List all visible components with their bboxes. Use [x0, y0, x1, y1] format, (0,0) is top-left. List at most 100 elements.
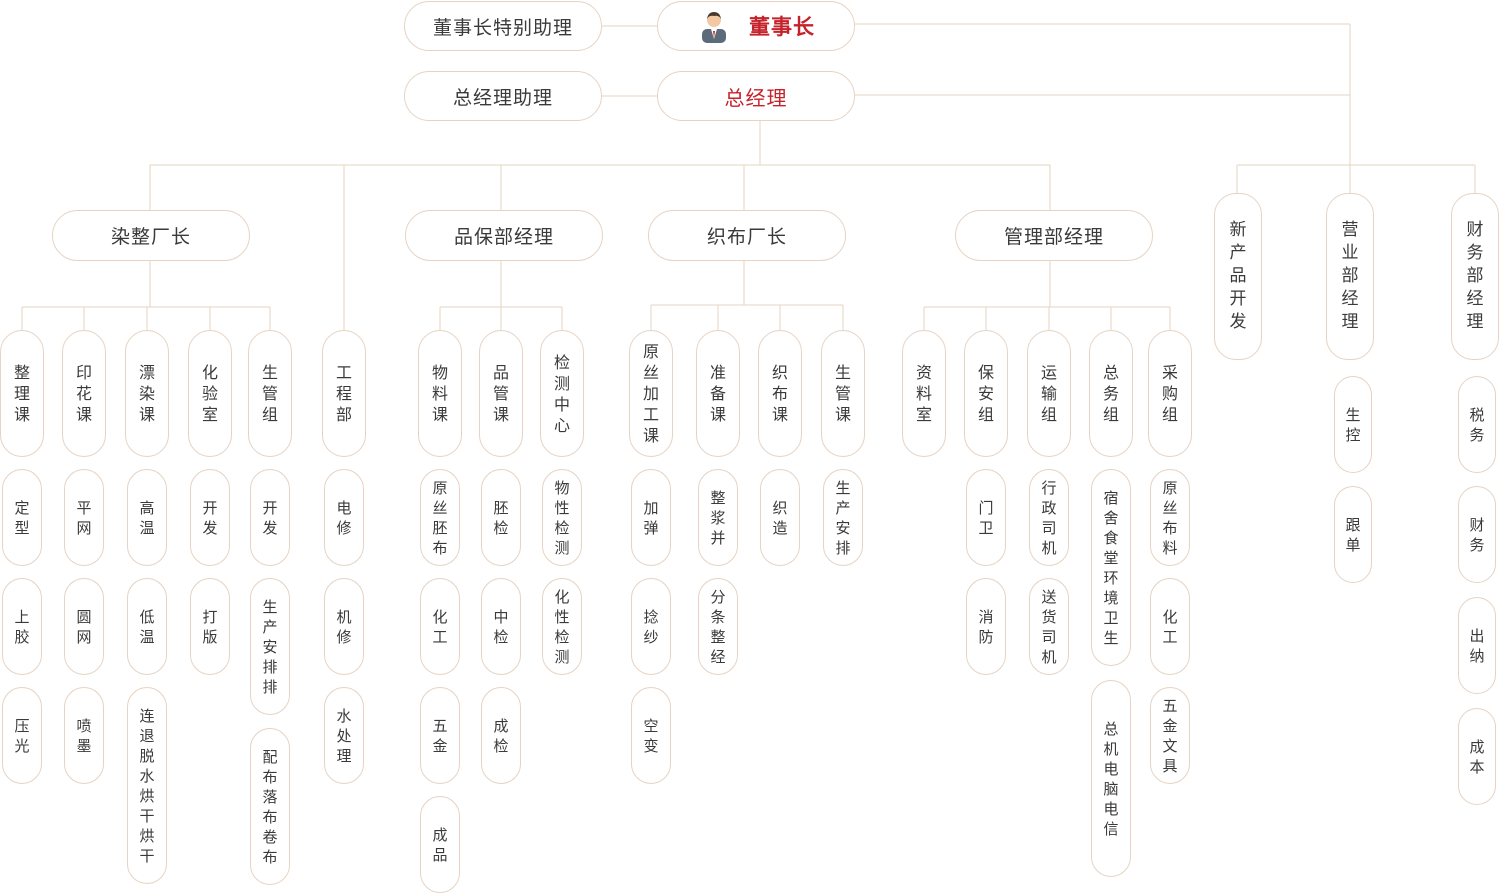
unit-zhibu: 织布课 [758, 330, 802, 457]
leaf-box: 总机电脑电信 [1091, 680, 1131, 877]
dept-qa: 品保部经理 [405, 210, 603, 261]
leaf-label: 出纳 [1469, 626, 1485, 665]
unit-huayan: 化验室 [188, 330, 232, 457]
unit-label: 保安组 [978, 363, 995, 424]
leaf-box: 物性检测 [542, 469, 582, 566]
leaf-label: 送货司机 [1041, 587, 1057, 666]
leaf-label: 中检 [493, 607, 509, 646]
leaf-box: 化工 [1150, 578, 1190, 675]
leaf-box: 送货司机 [1029, 578, 1069, 675]
leaf-box: 成品 [420, 796, 460, 893]
unit-label: 原丝加工课 [643, 342, 660, 445]
leaf-label: 生产安排 [835, 478, 851, 557]
leaf-label: 织造 [772, 498, 788, 537]
unit-label: 资料室 [916, 363, 933, 424]
unit-shengguan1: 生管组 [248, 330, 292, 457]
leaf-box: 电修 [324, 469, 364, 566]
unit-piaoran: 漂染课 [125, 330, 169, 457]
unit-label: 采购组 [1162, 363, 1179, 424]
leaf-box: 低温 [127, 578, 167, 675]
leaf-box: 织造 [760, 469, 800, 566]
leaf-box: 开发 [250, 469, 290, 566]
chairman-assistant-box: 董事长特别助理 [404, 1, 602, 51]
leaf-box: 整浆并 [698, 469, 738, 566]
leaf-box: 中检 [481, 578, 521, 675]
unit-label: 品管课 [493, 363, 510, 424]
dept-newprod-label: 新产品开发 [1229, 220, 1247, 332]
leaf-box: 宿舍食堂环境卫生 [1091, 469, 1131, 666]
unit-yuansi: 原丝加工课 [629, 330, 673, 457]
leaf-box: 上胶 [2, 578, 42, 675]
dept-dyeing: 染整厂长 [52, 210, 250, 261]
leaf-label: 上胶 [14, 607, 30, 646]
unit-zhunbei: 准备课 [696, 330, 740, 457]
leaf-box: 成检 [481, 687, 521, 784]
leaf-label: 原丝胚布 [432, 478, 448, 557]
leaf-box: 行政司机 [1029, 469, 1069, 566]
leaf-label: 低温 [139, 607, 155, 646]
chairman-assistant-label: 董事长特别助理 [432, 16, 573, 39]
leaf-box: 配布落布卷布 [250, 728, 290, 885]
leaf-box: 生产安排排 [250, 578, 290, 715]
dept-finance: 财务部经理 [1451, 193, 1499, 360]
leaf-box: 机修 [324, 578, 364, 675]
unit-label: 织布课 [772, 363, 789, 424]
unit-gongcheng: 工程部 [322, 330, 366, 457]
unit-label: 印花课 [76, 363, 93, 424]
dept-dyeing-label: 染整厂长 [110, 226, 191, 248]
leaf-label: 分条整经 [710, 587, 726, 666]
chairman-label: 董事长 [749, 15, 815, 39]
leaf-box: 分条整经 [698, 578, 738, 675]
unit-zongwu: 总务组 [1089, 330, 1133, 457]
unit-label: 物料课 [432, 363, 449, 424]
unit-label: 整理课 [14, 363, 31, 424]
leaf-box: 出纳 [1458, 597, 1496, 694]
unit-label: 化验室 [202, 363, 219, 424]
leaf-label: 胚检 [493, 498, 509, 537]
leaf-label: 打版 [202, 607, 218, 646]
dept-weaving: 织布厂长 [648, 210, 846, 261]
leaf-label: 配布落布卷布 [262, 747, 278, 866]
leaf-label: 定型 [14, 498, 30, 537]
dept-sales-label: 营业部经理 [1341, 220, 1359, 332]
leaf-box: 成本 [1458, 708, 1496, 805]
unit-label: 运输组 [1041, 363, 1058, 424]
leaf-label: 捻纱 [643, 607, 659, 646]
unit-baoan: 保安组 [964, 330, 1008, 457]
leaf-label: 五金 [432, 716, 448, 755]
leaf-label: 机修 [336, 607, 352, 646]
leaf-label: 宿舍食堂环境卫生 [1103, 488, 1119, 647]
unit-caigou: 采购组 [1148, 330, 1192, 457]
leaf-label: 压光 [14, 716, 30, 755]
dept-admin-label: 管理部经理 [1003, 226, 1104, 248]
leaf-box: 空变 [631, 687, 671, 784]
leaf-label: 整浆并 [710, 488, 726, 547]
leaf-box: 税务 [1458, 376, 1496, 473]
leaf-box: 财务 [1458, 486, 1496, 583]
leaf-box: 五金文具 [1150, 687, 1190, 784]
unit-ziliao: 资料室 [902, 330, 946, 457]
leaf-label: 行政司机 [1041, 478, 1057, 557]
unit-zhengli: 整理课 [0, 330, 44, 457]
leaf-label: 化工 [432, 607, 448, 646]
unit-label: 漂染课 [139, 363, 156, 424]
leaf-box: 平网 [64, 469, 104, 566]
dept-qa-label: 品保部经理 [453, 226, 554, 248]
person-avatar-icon [702, 12, 726, 43]
leaf-label: 税务 [1469, 405, 1485, 444]
leaf-box: 压光 [2, 687, 42, 784]
leaf-label: 化性检测 [554, 587, 570, 666]
leaf-box: 圆网 [64, 578, 104, 675]
gm-assistant-box: 总经理助理 [404, 71, 602, 121]
leaf-box: 捻纱 [631, 578, 671, 675]
leaf-box: 连退脱水烘干烘干 [127, 687, 167, 884]
unit-label: 生管组 [262, 363, 279, 424]
gm-label: 总经理 [724, 85, 788, 110]
unit-label: 总务组 [1103, 363, 1120, 424]
leaf-box: 打版 [190, 578, 230, 675]
dept-finance-label: 财务部经理 [1466, 220, 1484, 332]
dept-weaving-label: 织布厂长 [706, 226, 787, 248]
leaf-box: 消防 [966, 578, 1006, 675]
gm-box: 总经理 [657, 71, 855, 121]
leaf-label: 空变 [643, 716, 659, 755]
